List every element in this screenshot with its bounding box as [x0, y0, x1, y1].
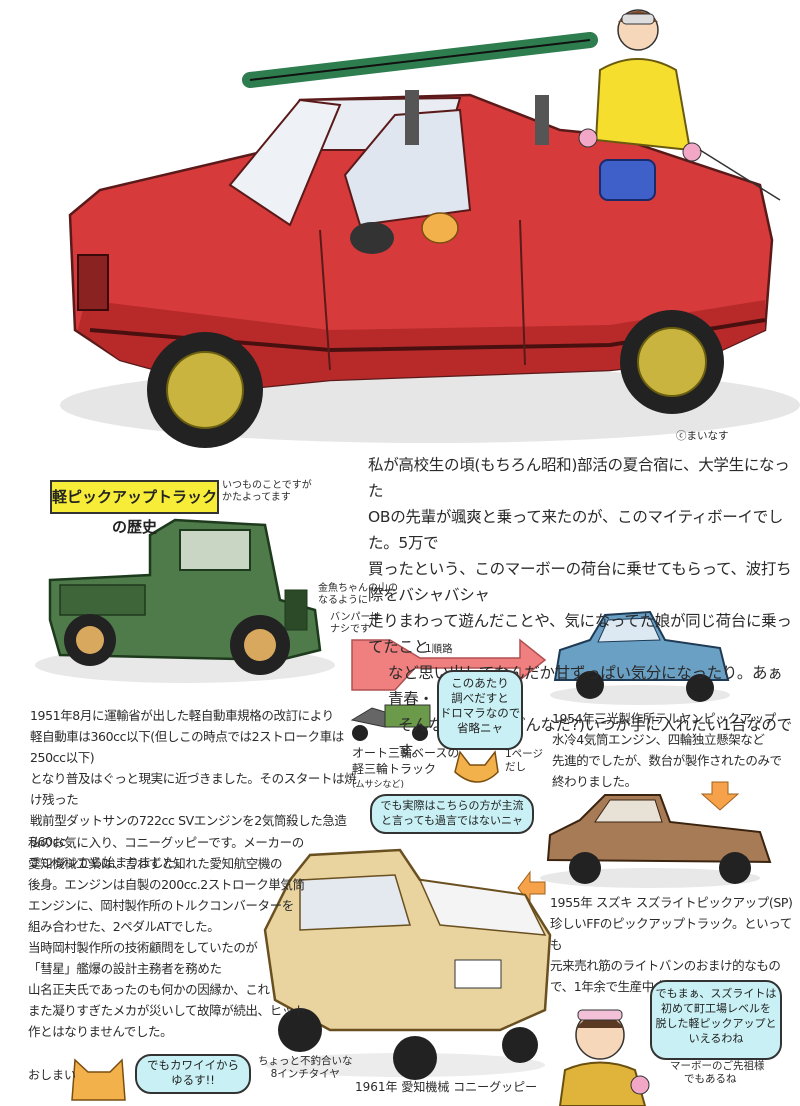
- brown-car-illustration: [540, 794, 772, 888]
- bumper-note-line: バンパーは: [330, 612, 381, 623]
- cream-car-illustration: [263, 848, 552, 1080]
- bubble-line: 省略ニャ: [457, 721, 503, 735]
- fender-note-line: 金魚ちゃんの山の: [318, 583, 398, 594]
- para-line: となり普及はぐっと現実に近づきました。そのスタートは焼け残った: [30, 771, 357, 807]
- note-line: ちょっと不釣合いな: [258, 1055, 353, 1067]
- essay-line: 買ったという、このマーボーの荷台に乗せてもらって、波打ち際をバシャバシャ: [368, 560, 792, 604]
- red-pickup-illustration: [60, 32, 800, 448]
- caption-1954: 1954年三光製作所テルヤンピックアップ 水冷4気筒エンジン、四輪独立懸架など …: [552, 708, 792, 792]
- para-line: 後身。エンジンは自製の200cc.2ストローク単気筒: [28, 877, 305, 892]
- history-title: 軽ピックアップトラックの歴史: [50, 480, 219, 536]
- note-line: でもあるね: [684, 1073, 737, 1085]
- caption-line: オート三輪ベースの: [352, 746, 460, 760]
- fender-note: 金魚ちゃんの山の なるように: [318, 583, 398, 607]
- para-line: エンジンから始まりました。: [30, 855, 188, 870]
- note-line: だし: [505, 761, 526, 773]
- bubble-line: でも実際はこちらの方が主流: [380, 799, 524, 812]
- green-truck-illustration: [35, 518, 335, 683]
- caption-line: 先進的でしたが、数台が製作されたのみで: [552, 753, 782, 768]
- para-1951: 1951年8月に運輸省が出した軽自動車規格の改訂により 軽自動車は360cc以下…: [30, 705, 360, 873]
- cat-bottom-illustration: [71, 1058, 126, 1101]
- essay-line: OBの先輩が颯爽と乗って来たのが、このマイティボーイでした。5万で: [368, 508, 784, 552]
- note-line: マーボーのご先祖様: [670, 1060, 765, 1072]
- caption-line: 1954年三光製作所テルヤンピックアップ: [552, 711, 776, 726]
- bubble-line: でもまぁ、スズライトは: [655, 987, 777, 1000]
- caption-line: 水冷4気筒エンジン、四輪独立懸架など: [552, 732, 765, 747]
- caption-1961: 1961年 愛知機械 コニーグッピー: [355, 1080, 538, 1094]
- girl-speech-bubble: でもまぁ、スズライトは 初めて町工場レベルを 脱した軽ピックアップと いえるわね: [650, 980, 782, 1060]
- girl-illustration: [558, 1009, 650, 1106]
- bubble-line: ドロマラなので: [439, 706, 521, 720]
- para-line: 山名正夫氏であったのも何かの因縁か、これ: [28, 982, 270, 997]
- cat-face-illustration: [454, 750, 499, 783]
- caption-line: (ムサシなど): [352, 780, 405, 790]
- history-note-line: かたよってます: [222, 492, 291, 503]
- essay-line: 走りまわって遊んだことや、気になってた娘が同じ荷台に乗ってたこと: [368, 612, 792, 656]
- para-line: 作とはなりませんでした。: [28, 1024, 173, 1039]
- cat-speech-bubble: このあたり 調べだすと ドロマラなので 省略ニャ: [437, 670, 523, 750]
- caption-line: 元来売れ筋のライトバンのおまけ的なもの: [550, 958, 781, 973]
- para-line: 「彗星」艦爆の設計主務者を務めた: [28, 961, 222, 976]
- arrow-label: 1順路: [425, 643, 453, 655]
- para-line: 1951年8月に運輸省が出した軽自動車規格の改訂により: [30, 708, 334, 723]
- para-connie: 私のお気に入り、コニーグッピーです。メーカーの 愛知機械工業は、言わずと知れた愛…: [28, 832, 313, 1042]
- para-line: また凝りすぎたメカが災いして故障が続出、ヒット: [28, 1003, 306, 1018]
- bumper-note: バンパーは ナシです: [330, 612, 381, 636]
- essay-line: など思い出してなんだか甘ずっぱい気分になったり。あぁ青春・・・: [388, 664, 783, 708]
- note-line: 1ページ: [505, 748, 543, 760]
- caption-line: 終わりました。: [552, 774, 637, 789]
- caption-1955: 1955年 スズキ スズライトピックアップ(SP) 珍しいFFのピックアップトラ…: [550, 892, 795, 997]
- bubble-line: いえるわね: [688, 1032, 744, 1045]
- one-page-note: 1ページ だし: [505, 748, 543, 774]
- three-wheel-caption: オート三輪ベースの 軽三輪トラック (ムサシなど): [352, 745, 459, 793]
- essay-line: 私が高校生の頃(もちろん昭和)部活の夏合宿に、大学生になった: [368, 456, 790, 500]
- para-line: 軽自動車は360cc以下(但しこの時点では2ストローク車は250cc以下): [30, 729, 344, 765]
- girl-note: マーボーのご先祖様 でもあるね: [670, 1060, 765, 1086]
- history-note-line: いつものことですが: [222, 480, 312, 491]
- note-line: 8インチタイヤ: [270, 1068, 340, 1080]
- tire-note: ちょっと不釣合いな 8インチタイヤ: [258, 1055, 353, 1081]
- bubble-line: ゆるす!!: [171, 1073, 215, 1087]
- three-wheel-truck-illustration: [350, 704, 431, 741]
- caption-line: 軽三輪トラック: [352, 762, 437, 776]
- route-arrow: [351, 638, 547, 691]
- main-speech-bubble: でも実際はこちらの方が主流 と言っても過言ではないニャ: [370, 794, 534, 834]
- bubble-line: このあたり: [451, 676, 509, 690]
- skier-illustration: [578, 9, 781, 201]
- blue-car-illustration: [550, 610, 730, 705]
- bubble-line: と言っても過言ではないニャ: [381, 814, 523, 827]
- end-label: おしまい: [28, 1068, 77, 1082]
- fender-note-line: なるように: [318, 595, 368, 606]
- cute-speech-bubble: でもカワイイから ゆるす!!: [135, 1054, 251, 1094]
- para-line: 組み合わせた、2ペダルATでした。: [28, 919, 220, 934]
- bubble-line: 初めて町工場レベルを: [661, 1002, 771, 1015]
- bubble-line: でもカワイイから: [147, 1058, 239, 1072]
- bubble-line: 脱した軽ピックアップと: [655, 1017, 777, 1030]
- para-line: エンジンに、岡村製作所のトルクコンバーターを: [28, 898, 294, 913]
- para-line: 私のお気に入り、コニーグッピーです。メーカーの: [28, 835, 304, 850]
- caption-line: 珍しいFFのピックアップトラック。といっても: [550, 916, 792, 952]
- caption-line: 1955年 スズキ スズライトピックアップ(SP): [550, 895, 793, 910]
- bubble-line: 調べだすと: [451, 691, 509, 705]
- para-line: 戦前型ダットサンの722cc SVエンジンを2気筒殺した急造360cc: [30, 813, 347, 849]
- para-line: 当時岡村製作所の技術顧問をしていたのが: [28, 940, 258, 955]
- history-note: いつものことですが かたよってます: [222, 480, 312, 504]
- signature: ⓒまいなす: [676, 430, 729, 442]
- bumper-note-line: ナシです: [330, 624, 370, 635]
- para-line: 愛知機械工業は、言わずと知れた愛知航空機の: [28, 856, 283, 871]
